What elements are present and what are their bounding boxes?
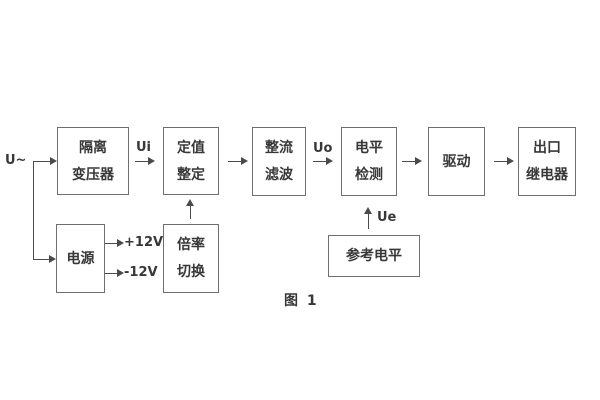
input-to-transformer-line xyxy=(33,160,51,162)
ratio-to-setting-line xyxy=(190,206,191,219)
block-setting-adjust: 定值 整定 xyxy=(163,127,219,195)
block-label: 定值 xyxy=(177,139,205,156)
setting-to-rectifier-line xyxy=(228,160,241,162)
block-isolation-transformer: 隔离 变压器 xyxy=(57,127,129,195)
block-driver: 驱动 xyxy=(428,127,485,196)
ratio-to-setting-arrowhead-icon xyxy=(186,199,194,206)
uo-signal-label: Uo xyxy=(313,141,333,156)
input-to-transformer-arrowhead-icon xyxy=(50,157,57,165)
block-label: 倍率 xyxy=(177,237,205,253)
input-branch-vline xyxy=(33,161,34,259)
transformer-to-setting-line xyxy=(135,160,148,162)
ui-signal-label: Ui xyxy=(136,140,152,155)
block-label: 变压器 xyxy=(72,166,114,183)
input-voltage-label: U~ xyxy=(5,153,27,168)
plus-12v-line xyxy=(105,242,117,244)
minus-12v-label: -12V xyxy=(124,265,158,280)
reference-to-level-arrowhead-icon xyxy=(364,207,372,214)
block-label: 整定 xyxy=(177,166,205,183)
block-output-relay: 出口 继电器 xyxy=(518,127,576,196)
block-label: 隔离 xyxy=(79,139,107,156)
block-level-detect: 电平 检测 xyxy=(341,127,397,196)
setting-to-rectifier-arrowhead-icon xyxy=(241,157,248,165)
driver-to-relay-line xyxy=(494,160,507,162)
input-to-power-line xyxy=(33,258,49,260)
block-label: 继电器 xyxy=(526,167,568,183)
level-to-driver-arrowhead-icon xyxy=(415,157,422,165)
rectifier-to-level-arrowhead-icon xyxy=(326,157,333,165)
block-label: 驱动 xyxy=(442,153,471,170)
block-label: 检测 xyxy=(355,167,383,183)
minus-12v-arrowhead-icon xyxy=(117,269,124,277)
block-label: 整流 xyxy=(265,140,293,156)
block-power-supply: 电源 xyxy=(56,224,105,293)
block-reference-level: 参考电平 xyxy=(328,235,420,277)
block-label: 出口 xyxy=(533,140,561,156)
figure-caption: 图 1 xyxy=(284,293,319,309)
plus-12v-arrowhead-icon xyxy=(117,239,124,247)
rectifier-to-level-line xyxy=(313,160,326,162)
plus-12v-label: +12V xyxy=(124,235,164,250)
reference-to-level-line xyxy=(368,214,369,229)
block-label: 参考电平 xyxy=(346,248,402,264)
minus-12v-line xyxy=(105,272,117,274)
driver-to-relay-arrowhead-icon xyxy=(507,157,514,165)
block-label: 电源 xyxy=(66,250,95,267)
block-label: 滤波 xyxy=(265,167,293,183)
level-to-driver-line xyxy=(402,160,415,162)
ue-signal-label: Ue xyxy=(377,210,397,225)
block-rectifier-filter: 整流 滤波 xyxy=(252,127,306,196)
block-label: 电平 xyxy=(355,140,383,156)
block-label: 切换 xyxy=(177,264,205,280)
input-to-power-arrowhead-icon xyxy=(49,255,56,263)
transformer-to-setting-arrowhead-icon xyxy=(148,157,155,165)
block-ratio-switch: 倍率 切换 xyxy=(163,224,219,293)
